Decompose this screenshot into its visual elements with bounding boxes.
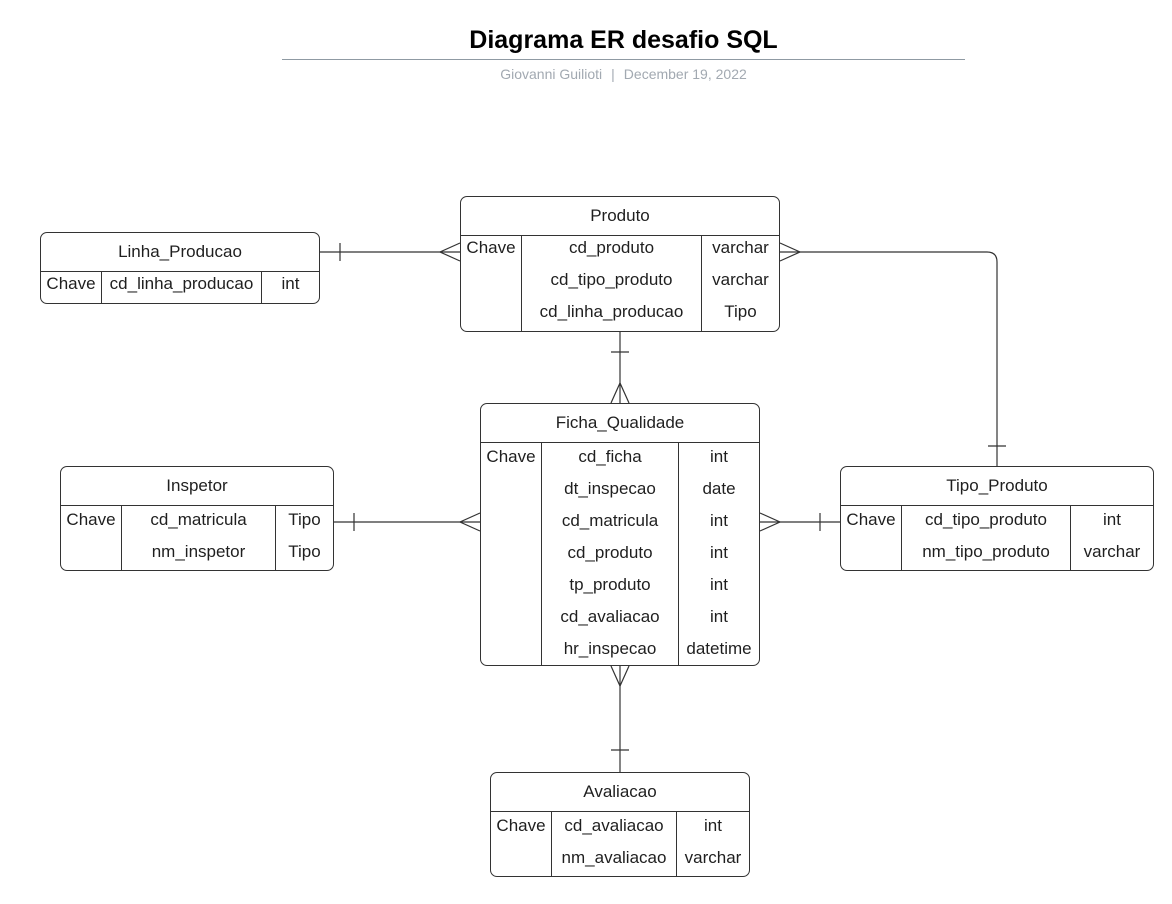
many-marker	[610, 381, 630, 404]
type-cd-avaliacao: int	[704, 816, 722, 835]
connector-avaliacao-ficha-qualidade	[610, 665, 630, 772]
connector-produto-tipo-produto	[779, 242, 1006, 466]
many-marker	[458, 512, 481, 532]
entity-title: Linha_Producao	[41, 233, 319, 272]
type-cd-produto: varchar	[712, 238, 769, 257]
type-cd-avaliacao: int	[710, 607, 728, 626]
connector-tipo-produto-ficha-qualidade	[759, 512, 840, 532]
connector-inspetor-ficha-qualidade	[334, 512, 481, 532]
field-cd-produto: cd_produto	[567, 543, 653, 562]
key-label: Chave	[486, 447, 536, 466]
many-marker	[759, 512, 782, 532]
field-cd-produto: cd_produto	[568, 238, 655, 257]
entity-inspetor[interactable]: Inspetor Chave cd_matricula nm_inspetor …	[60, 466, 334, 571]
field-hr-inspecao: hr_inspecao	[563, 639, 657, 658]
field-cd-tipo-produto: cd_tipo_produto	[550, 270, 673, 289]
field-dt-inspecao: dt_inspecao	[564, 479, 656, 498]
field-cd-matricula: cd_matricula	[150, 510, 247, 529]
many-marker	[610, 665, 630, 688]
connector-linha-producao-produto	[320, 242, 461, 262]
type-tp-produto: int	[710, 575, 728, 594]
connector-produto-ficha-qualidade	[610, 332, 630, 404]
diagram-title: Diagrama ER desafio SQL	[469, 26, 778, 54]
type-cd-ficha: int	[710, 447, 728, 466]
entity-title: Avaliacao	[491, 773, 749, 812]
key-label: Chave	[466, 238, 516, 257]
field-nm-tipo-produto: nm_tipo_produto	[922, 542, 1050, 561]
field-cd-avaliacao: cd_avaliacao	[560, 607, 660, 626]
type-cd-matricula: Tipo	[288, 510, 321, 529]
key-label: Chave	[66, 510, 116, 529]
type-cd-produto: int	[710, 543, 728, 562]
type-nm-tipo-produto: varchar	[1083, 542, 1141, 561]
key-label: Chave	[46, 274, 96, 293]
type-cd-matricula: int	[710, 511, 728, 530]
type-cd-tipo-produto: varchar	[712, 270, 769, 289]
field-cd-linha-producao: cd_linha_producao	[109, 274, 254, 293]
entity-ficha-qualidade[interactable]: Ficha_Qualidade Chave cd_ficha dt_inspec…	[480, 403, 760, 666]
field-cd-linha-producao: cd_linha_producao	[539, 302, 684, 321]
type-cd-tipo-produto: int	[1103, 510, 1121, 529]
title-divider	[282, 59, 965, 60]
field-tp-produto: tp_produto	[569, 575, 651, 594]
type-cd-linha-producao: int	[281, 274, 300, 293]
entity-produto[interactable]: Produto Chave cd_produto cd_tipo_produto…	[460, 196, 780, 332]
entity-tipo-produto[interactable]: Tipo_Produto Chave cd_tipo_produto nm_ti…	[840, 466, 1154, 571]
entity-avaliacao[interactable]: Avaliacao Chave cd_avaliacao nm_avaliaca…	[490, 772, 750, 877]
many-marker	[779, 242, 802, 262]
type-hr-inspecao: datetime	[686, 639, 752, 658]
field-cd-matricula: cd_matricula	[561, 511, 659, 530]
type-dt-inspecao: date	[702, 479, 736, 498]
type-nm-avaliacao: varchar	[684, 848, 742, 867]
field-nm-avaliacao: nm_avaliacao	[561, 848, 667, 867]
entity-title: Produto	[461, 197, 779, 236]
field-cd-avaliacao: cd_avaliacao	[564, 816, 664, 835]
field-nm-inspetor: nm_inspetor	[151, 542, 246, 561]
entity-title: Tipo_Produto	[841, 467, 1153, 506]
entity-title: Ficha_Qualidade	[481, 404, 759, 443]
field-cd-ficha: cd_ficha	[578, 447, 642, 466]
type-nm-inspetor: Tipo	[288, 542, 321, 561]
author-name: Giovanni Guilioti	[500, 66, 603, 82]
entity-linha-producao[interactable]: Linha_Producao Chave cd_linha_producao i…	[40, 232, 320, 304]
type-cd-linha-producao: Tipo	[724, 302, 757, 321]
subtitle-separator: |	[611, 66, 615, 82]
diagram-subtitle: Giovanni Guilioti | December 19, 2022	[282, 66, 965, 82]
many-marker	[438, 242, 461, 262]
entity-title: Inspetor	[61, 467, 333, 506]
diagram-date: December 19, 2022	[623, 66, 747, 82]
field-cd-tipo-produto: cd_tipo_produto	[925, 510, 1047, 529]
key-label: Chave	[846, 510, 896, 529]
key-label: Chave	[496, 816, 546, 835]
